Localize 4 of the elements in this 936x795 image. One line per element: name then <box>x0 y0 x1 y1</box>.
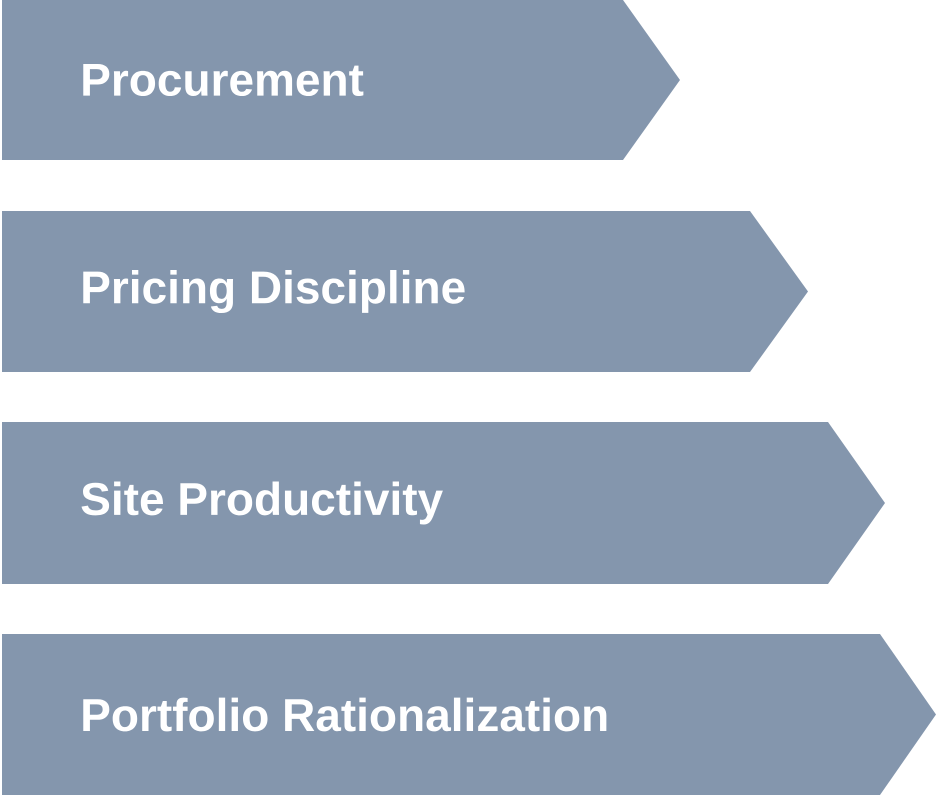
chevron-box: Pricing Discipline <box>2 211 808 372</box>
chevron-box: Procurement <box>2 0 680 160</box>
chevron-box: Site Productivity <box>2 422 885 584</box>
chevron-box: Portfolio Rationalization <box>2 634 936 795</box>
